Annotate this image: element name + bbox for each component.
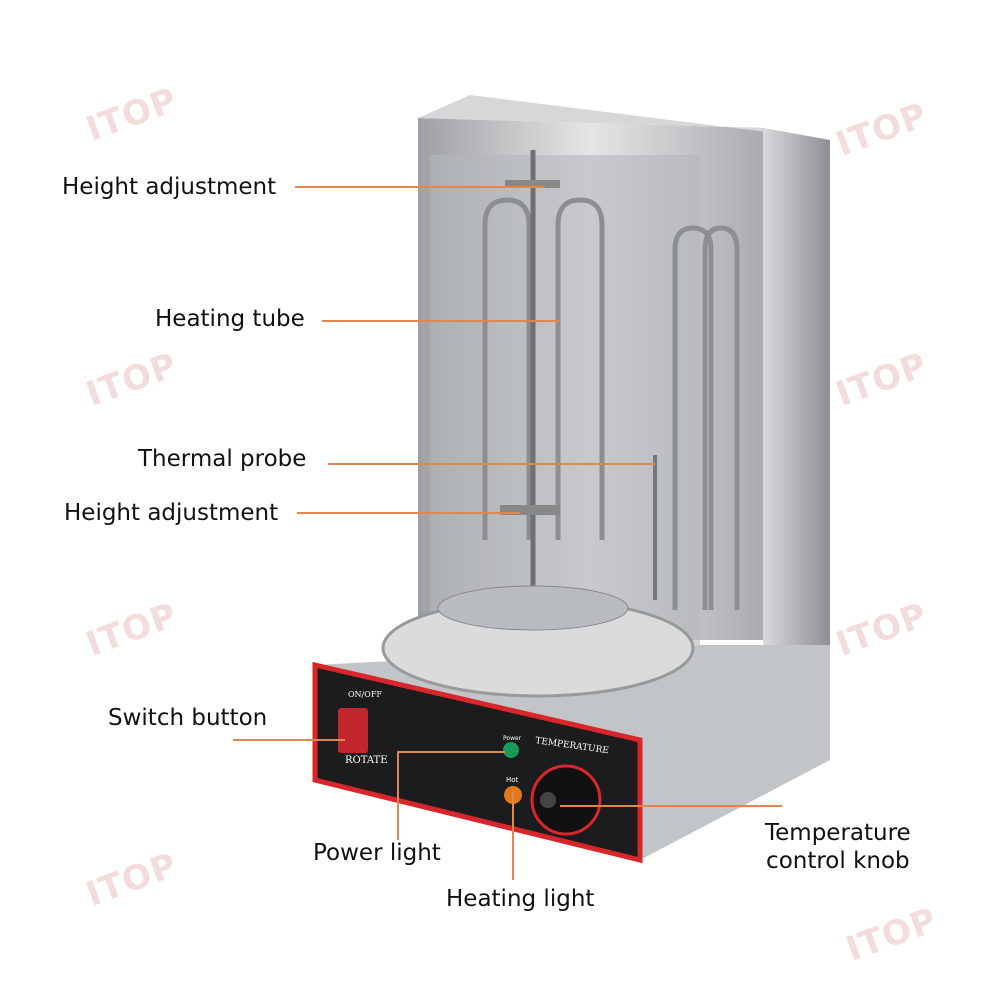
cavity [430,155,700,645]
hot-text: Hot [506,776,519,784]
power-text: Power [503,735,522,742]
label-power-light: Power light [313,840,441,866]
switch-button [338,708,368,753]
power-light [503,742,519,758]
leader-lines [233,186,782,880]
label-lower-height-adjustment: Height adjustment [64,500,279,526]
top-hood [418,95,830,140]
label-upper-height-adjustment: Height adjustment [62,174,277,200]
temperature-knob [530,764,602,836]
label-switch-button: Switch button [108,705,268,731]
heating-tubes [482,197,740,610]
label-heating-tube: Heating tube [155,306,305,332]
label-temperature-control-knob: Temperature control knob [765,820,911,874]
meat-plate [437,585,629,631]
label-heating-light: Heating light [446,886,595,912]
switch-bottom-text: ROTATE [345,755,388,766]
side-panel [763,128,830,655]
knob-center [540,792,556,808]
lower-height-clamp [500,505,560,515]
upper-height-clamp [505,180,560,188]
switch-top-text: ON/OFF [348,690,382,699]
label-thermal-probe: Thermal probe [138,446,307,472]
